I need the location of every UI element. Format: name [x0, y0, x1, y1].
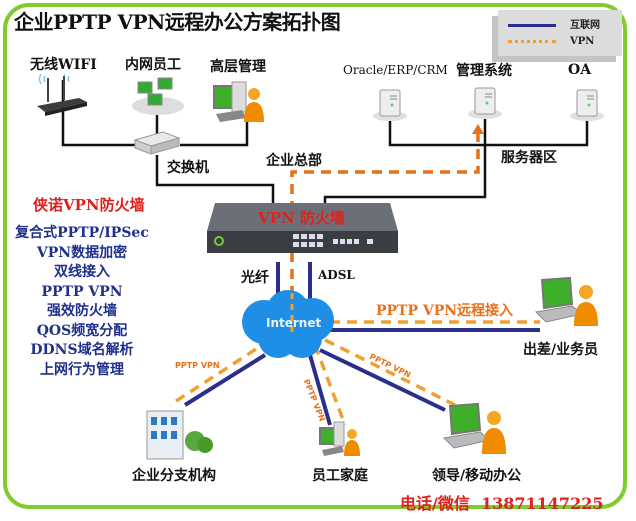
hq-label: 企业总部 — [266, 153, 322, 169]
legend-vpn-label: VPN — [570, 36, 595, 47]
server-label-erp: Oracle/ERP/CRM — [343, 63, 448, 77]
contact-label: 电话/微信 — [400, 494, 470, 513]
server-icon-management — [467, 86, 503, 124]
management-label: 高层管理 — [210, 59, 266, 75]
lan-staff-label: 内网员工 — [125, 57, 181, 73]
firewall-device-icon — [205, 203, 400, 259]
features-title: 侠诺VPN防火墙 — [33, 196, 145, 214]
legend: 互联网 VPN — [498, 10, 622, 56]
feature-item: 上网行为管理 — [40, 361, 124, 378]
fiber-label: 光纤 — [241, 270, 269, 286]
server-label-management: 管理系统 — [456, 63, 512, 79]
management-user-icon — [210, 80, 266, 130]
legend-internet: 互联网 — [508, 16, 600, 31]
feature-item: VPN数据加密 — [36, 244, 128, 261]
feature-item: QOS频宽分配 — [36, 322, 128, 339]
server-icon-erp — [372, 88, 408, 126]
home-label: 员工家庭 — [312, 468, 368, 484]
wifi-router-icon — [35, 72, 91, 126]
traveler-label: 出差/业务员 — [523, 342, 599, 358]
feature-item: PPTP VPN — [41, 283, 123, 300]
feature-item: DDNS域名解析 — [30, 342, 134, 358]
home-line — [308, 354, 332, 426]
feature-item: 强效防火墙 — [47, 303, 117, 319]
features-list: 复合式PPTP/IPSec VPN数据加密 双线接入 PPTP VPN 强效防火… — [12, 224, 152, 380]
branch-line — [183, 353, 267, 407]
vpn-mobile — [324, 338, 456, 407]
diagram-frame — [3, 3, 627, 509]
switch-label: 交换机 — [167, 160, 209, 176]
mgmt-switch-line — [180, 115, 249, 147]
server-icon-oa — [569, 88, 605, 126]
page-title: 企业PPTP VPN远程办公方案拓扑图 — [14, 10, 341, 34]
internet-cloud-icon — [238, 288, 338, 366]
traveler-laptop-icon — [532, 276, 604, 340]
vpn-hq-server — [290, 132, 480, 330]
contact-number: 13871147225 — [481, 494, 604, 513]
switch-firewall-line — [155, 155, 275, 205]
mobile-label: 领导/移动办公 — [432, 468, 522, 484]
wifi-label: 无线WIFI — [30, 57, 97, 73]
remote-access-label: PPTP VPN远程接入 — [376, 303, 514, 319]
branch-vpn-tag: PPTP VPN — [175, 361, 220, 370]
mobile-line — [319, 348, 446, 412]
branch-building-icon — [143, 405, 215, 465]
legend-internet-label: 互联网 — [570, 20, 600, 31]
feature-item: 双线接入 — [54, 264, 110, 280]
firewall-label: VPN 防火墙 — [258, 209, 345, 227]
server-label-oa: OA — [568, 62, 592, 78]
servers-line — [388, 115, 589, 147]
adsl-label: ADSL — [318, 268, 355, 282]
vpn-branch — [169, 338, 271, 407]
contact-info: 电话/微信 13871147225 — [400, 490, 603, 514]
feature-item: 复合式PPTP/IPSec — [15, 225, 149, 241]
mobile-user-icon — [440, 402, 512, 466]
vpn-arrow — [472, 124, 484, 134]
internet-label: Internet — [266, 316, 322, 330]
switch-icon — [133, 130, 181, 160]
legend-internet-swatch — [508, 24, 556, 27]
home-user-icon — [316, 420, 362, 464]
legend-vpn-swatch — [508, 40, 556, 43]
legend-vpn: VPN — [508, 36, 594, 47]
lan-pcs-icon — [128, 76, 188, 120]
branch-label: 企业分支机构 — [132, 468, 216, 484]
vpn-home — [313, 344, 347, 426]
server-firewall-line — [323, 115, 487, 205]
server-zone-label: 服务器区 — [501, 150, 557, 166]
